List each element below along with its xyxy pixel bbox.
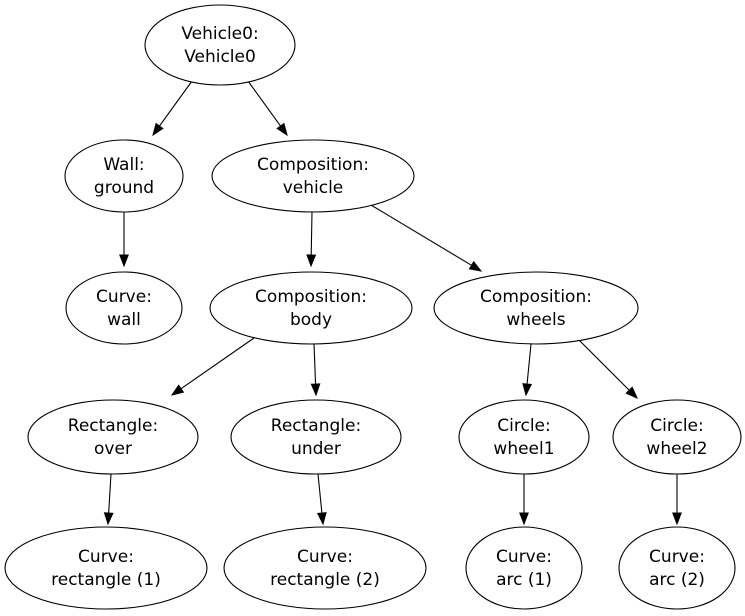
node-label-line2: arc (2) <box>649 570 705 590</box>
edge-line <box>180 337 255 390</box>
edge-composition-vehicle-to-composition-wheels <box>370 204 483 272</box>
node-label-line2: over <box>94 439 132 459</box>
node-label-line2: wheel2 <box>646 439 707 459</box>
edge-line <box>313 343 317 385</box>
node-curve-rectangle-2[interactable]: Curve: rectangle (2) <box>223 526 427 610</box>
node-ellipse[interactable] <box>4 526 208 610</box>
edge-arrowhead <box>152 122 164 137</box>
edge-arrowhead <box>310 383 321 397</box>
node-label-line2: Vehicle0 <box>184 47 256 67</box>
edge-wall-ground-to-curve-wall <box>119 212 129 268</box>
node-label-line2: rectangle (1) <box>51 570 161 590</box>
node-label-line1: Curve: <box>496 547 552 567</box>
node-vehicle0[interactable]: Vehicle0: Vehicle0 <box>144 4 296 86</box>
node-label-line1: Curve: <box>96 287 152 307</box>
node-composition-vehicle[interactable]: Composition: vehicle <box>211 139 415 213</box>
edge-line <box>526 343 532 385</box>
node-composition-body[interactable]: Composition: body <box>209 271 413 345</box>
node-label-line1: Curve: <box>78 547 134 567</box>
node-ellipse[interactable] <box>64 139 184 213</box>
node-label-line1: Wall: <box>103 155 144 175</box>
edge-composition-body-to-rectangle-over <box>170 337 255 396</box>
node-ellipse[interactable] <box>618 526 736 610</box>
node-label-line2: vehicle <box>283 178 344 198</box>
node-curve-wall[interactable]: Curve: wall <box>65 271 183 345</box>
edge-arrowhead <box>276 122 288 137</box>
node-label-line1: Composition: <box>257 155 369 175</box>
node-label-line1: Rectangle: <box>68 416 158 436</box>
node-ellipse[interactable] <box>144 4 296 86</box>
node-label-line2: wall <box>107 310 141 330</box>
node-ellipse[interactable] <box>65 271 183 345</box>
node-circle-wheel2[interactable]: Circle: wheel2 <box>612 399 742 475</box>
edge-arrowhead <box>170 384 185 396</box>
node-label-line2: arc (1) <box>496 570 552 590</box>
edge-rectangle-under-to-curve-rectangle-2 <box>316 473 327 526</box>
node-ellipse[interactable] <box>433 271 639 345</box>
edge-arrowhead <box>519 512 529 526</box>
edges-layer <box>103 80 682 526</box>
node-label-line1: Curve: <box>649 547 705 567</box>
nodes-layer: Vehicle0:Vehicle0Wall:groundComposition:… <box>4 4 742 610</box>
edge-arrowhead <box>306 254 317 268</box>
node-curve-arc-1[interactable]: Curve: arc (1) <box>465 526 583 610</box>
edge-rectangle-over-to-curve-rectangle-1 <box>103 473 114 526</box>
node-label-line1: Vehicle0: <box>181 24 258 44</box>
edge-circle-wheel1-to-curve-arc-1 <box>519 474 529 526</box>
edge-line <box>310 211 313 256</box>
node-label-line1: Curve: <box>297 547 353 567</box>
edge-line <box>317 473 323 514</box>
edge-line <box>370 204 472 266</box>
edge-line <box>108 473 112 514</box>
edge-line <box>247 80 282 127</box>
edge-composition-wheels-to-circle-wheel1 <box>522 343 533 397</box>
node-curve-arc-2[interactable]: Curve: arc (2) <box>618 526 736 610</box>
edge-composition-wheels-to-circle-wheel2 <box>575 336 638 399</box>
edge-arrowhead <box>316 512 327 526</box>
node-ellipse[interactable] <box>209 271 413 345</box>
node-ellipse[interactable] <box>27 399 199 475</box>
node-rectangle-over[interactable]: Rectangle: over <box>27 399 199 475</box>
node-label-line2: wheels <box>506 310 565 330</box>
edge-arrowhead <box>625 386 638 399</box>
node-label-line2: under <box>291 439 341 459</box>
node-curve-rectangle-1[interactable]: Curve: rectangle (1) <box>4 526 208 610</box>
node-label-line1: Composition: <box>480 287 592 307</box>
node-ellipse[interactable] <box>230 399 402 475</box>
edge-vehicle0-to-composition-vehicle <box>247 80 288 137</box>
edge-arrowhead <box>522 383 533 397</box>
node-label-line1: Circle: <box>497 416 550 436</box>
node-rectangle-under[interactable]: Rectangle: under <box>230 399 402 475</box>
edge-arrowhead <box>468 260 483 272</box>
edge-vehicle0-to-wall-ground <box>152 80 193 137</box>
edge-circle-wheel2-to-curve-arc-2 <box>672 474 682 526</box>
node-label-line2: wheel1 <box>493 439 554 459</box>
edge-arrowhead <box>672 512 682 526</box>
node-label-line1: Composition: <box>255 287 367 307</box>
node-ellipse[interactable] <box>458 399 590 475</box>
edge-arrowhead <box>103 512 114 526</box>
node-label-line1: Rectangle: <box>271 416 361 436</box>
node-circle-wheel1[interactable]: Circle: wheel1 <box>458 399 590 475</box>
node-ellipse[interactable] <box>612 399 742 475</box>
node-ellipse[interactable] <box>465 526 583 610</box>
edge-composition-vehicle-to-composition-body <box>306 211 317 268</box>
node-ellipse[interactable] <box>223 526 427 610</box>
node-label-line2: ground <box>94 178 154 198</box>
node-label-line2: rectangle (2) <box>270 570 380 590</box>
node-wall-ground[interactable]: Wall: ground <box>64 139 184 213</box>
node-ellipse[interactable] <box>211 139 415 213</box>
edge-arrowhead <box>119 254 129 268</box>
edge-line <box>575 336 630 391</box>
edge-composition-body-to-rectangle-under <box>310 343 321 397</box>
node-label-line1: Circle: <box>650 416 703 436</box>
node-label-line2: body <box>290 310 332 330</box>
node-composition-wheels[interactable]: Composition: wheels <box>433 271 639 345</box>
edge-line <box>158 80 193 127</box>
